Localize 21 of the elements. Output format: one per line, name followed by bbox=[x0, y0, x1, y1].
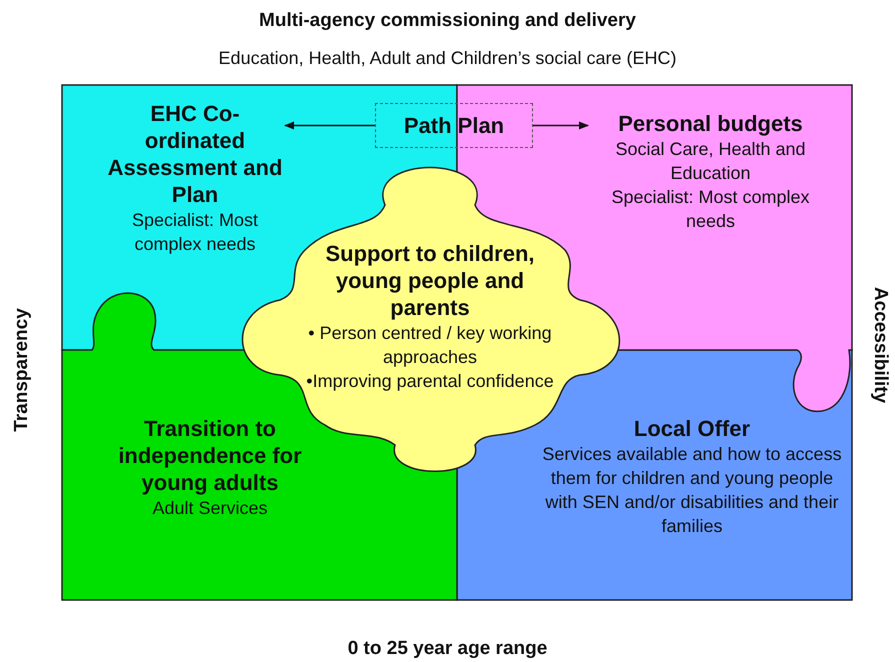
node-heading: Local Offer bbox=[632, 415, 752, 442]
node-heading: Path Plan bbox=[402, 112, 506, 139]
node-heading: Support to children, young people and parents bbox=[324, 240, 536, 321]
axis-label: 0 to 25 year age range bbox=[348, 638, 548, 660]
node-text: Social Care, Health and Education bbox=[614, 138, 807, 185]
node-text: Services available and how to access them for children and young people with SEN and/or disabilities and their families bbox=[541, 443, 843, 538]
node-text: Specialist: Most complex needs bbox=[130, 209, 260, 256]
node-text: Adult Services bbox=[151, 497, 269, 520]
title: Multi-agency commissioning and delivery bbox=[259, 10, 636, 32]
node-heading: Transition to independence for young adults bbox=[117, 415, 303, 496]
node-heading: EHC Co-ordinated Assessment and Plan bbox=[106, 100, 284, 208]
node-text: •Improving parental confidence bbox=[305, 370, 555, 393]
arrow bbox=[533, 122, 589, 130]
node-heading: Personal budgets bbox=[617, 110, 804, 137]
side-label: Transparency bbox=[11, 308, 33, 432]
side-label: Accessibility bbox=[869, 286, 891, 404]
subtitle: Education, Health, Adult and Children’s social care (EHC) bbox=[218, 48, 676, 69]
node-text: Specialist: Most complex needs bbox=[610, 186, 811, 233]
dashed-box bbox=[375, 103, 533, 148]
arrow bbox=[284, 122, 375, 130]
node-text: • Person centred / key working approaches bbox=[307, 322, 553, 369]
